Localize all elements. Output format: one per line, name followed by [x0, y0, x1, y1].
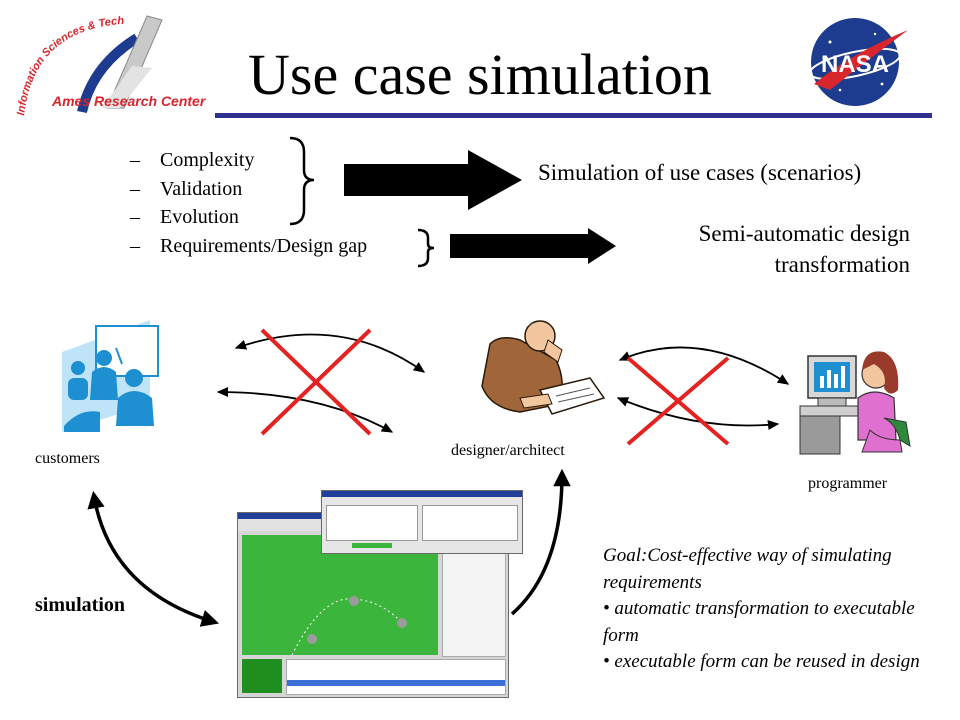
mini-map — [242, 659, 282, 693]
red-cross-line — [626, 356, 730, 446]
designer-label: designer/architect — [451, 442, 565, 459]
issue-item: –Complexity — [130, 146, 367, 175]
issue-item: –Requirements/Design gap — [130, 232, 367, 261]
curved-arrow-customers-to-designer — [234, 333, 426, 373]
event-list — [286, 659, 506, 695]
curved-arrow-designer-to-programmer — [618, 346, 790, 385]
nasa-wordmark: NASA — [821, 51, 889, 78]
simulation-arrow-designer — [510, 468, 571, 616]
control-panel-window — [321, 490, 523, 554]
curved-arrow-programmer-to-designer — [616, 397, 780, 431]
ames-logo-graphic: Information Sciences & Technology Ames R… — [12, 8, 207, 116]
issue-item: –Validation — [130, 175, 367, 204]
selected-row — [287, 680, 505, 686]
block-arrow-design — [450, 228, 616, 264]
result-simulation-of-use-cases: Simulation of use cases (scenarios) — [538, 160, 862, 185]
nasa-meatball: NASA — [808, 18, 908, 106]
dash: – — [130, 177, 140, 200]
goal-text: Goal:Cost-effective way of simulating re… — [603, 543, 953, 676]
result-line: Semi-automatic design — [698, 221, 910, 246]
nasa-logo: NASA — [800, 12, 920, 112]
progress-bar — [352, 543, 392, 548]
simulation-label: simulation — [35, 594, 126, 616]
block-arrow-simulation — [344, 150, 522, 210]
issue-text: Evolution — [160, 206, 239, 228]
title-rule — [215, 113, 932, 118]
dash: – — [130, 234, 140, 257]
goal-bullet: • automatic transformation to executable… — [603, 598, 915, 646]
curved-arrow-designer-to-customers — [216, 386, 394, 433]
goal-bullet: • executable form can be reused in desig… — [603, 651, 920, 672]
programmer-clipart — [799, 351, 911, 455]
ames-logo: Information Sciences & Technology Ames R… — [12, 8, 212, 118]
slide-title: Use case simulation — [248, 42, 712, 107]
issues-list: –Complexity –Validation –Evolution –Requ… — [130, 146, 367, 260]
issue-item: –Evolution — [130, 203, 367, 232]
brace-small — [417, 228, 435, 268]
designer-clipart — [481, 320, 606, 415]
red-cross-line — [260, 328, 372, 436]
brace-large — [289, 136, 315, 226]
dash: – — [130, 206, 140, 228]
customers-label: customers — [35, 450, 100, 467]
programmer-label: programmer — [808, 475, 888, 492]
simulation-trajectory — [291, 596, 407, 655]
simulation-view — [242, 535, 438, 655]
issue-text: Requirements/Design gap — [160, 234, 368, 257]
state-box-left — [326, 505, 418, 541]
state-box-right — [422, 505, 518, 541]
ames-name-text: Ames Research Center — [51, 93, 207, 109]
issue-text: Complexity — [160, 149, 255, 171]
control-title-bar — [322, 491, 522, 497]
goal-line: Goal:Cost-effective way of simulating re… — [603, 545, 892, 593]
result-semi-automatic-design: Semi-automatic design transformation — [620, 218, 910, 280]
properties-panel — [442, 535, 506, 657]
customers-clipart — [62, 320, 159, 432]
issue-text: Validation — [160, 177, 243, 200]
result-line: transformation — [774, 252, 910, 277]
simulation-arrow-customers — [87, 490, 220, 627]
dash: – — [130, 149, 140, 171]
